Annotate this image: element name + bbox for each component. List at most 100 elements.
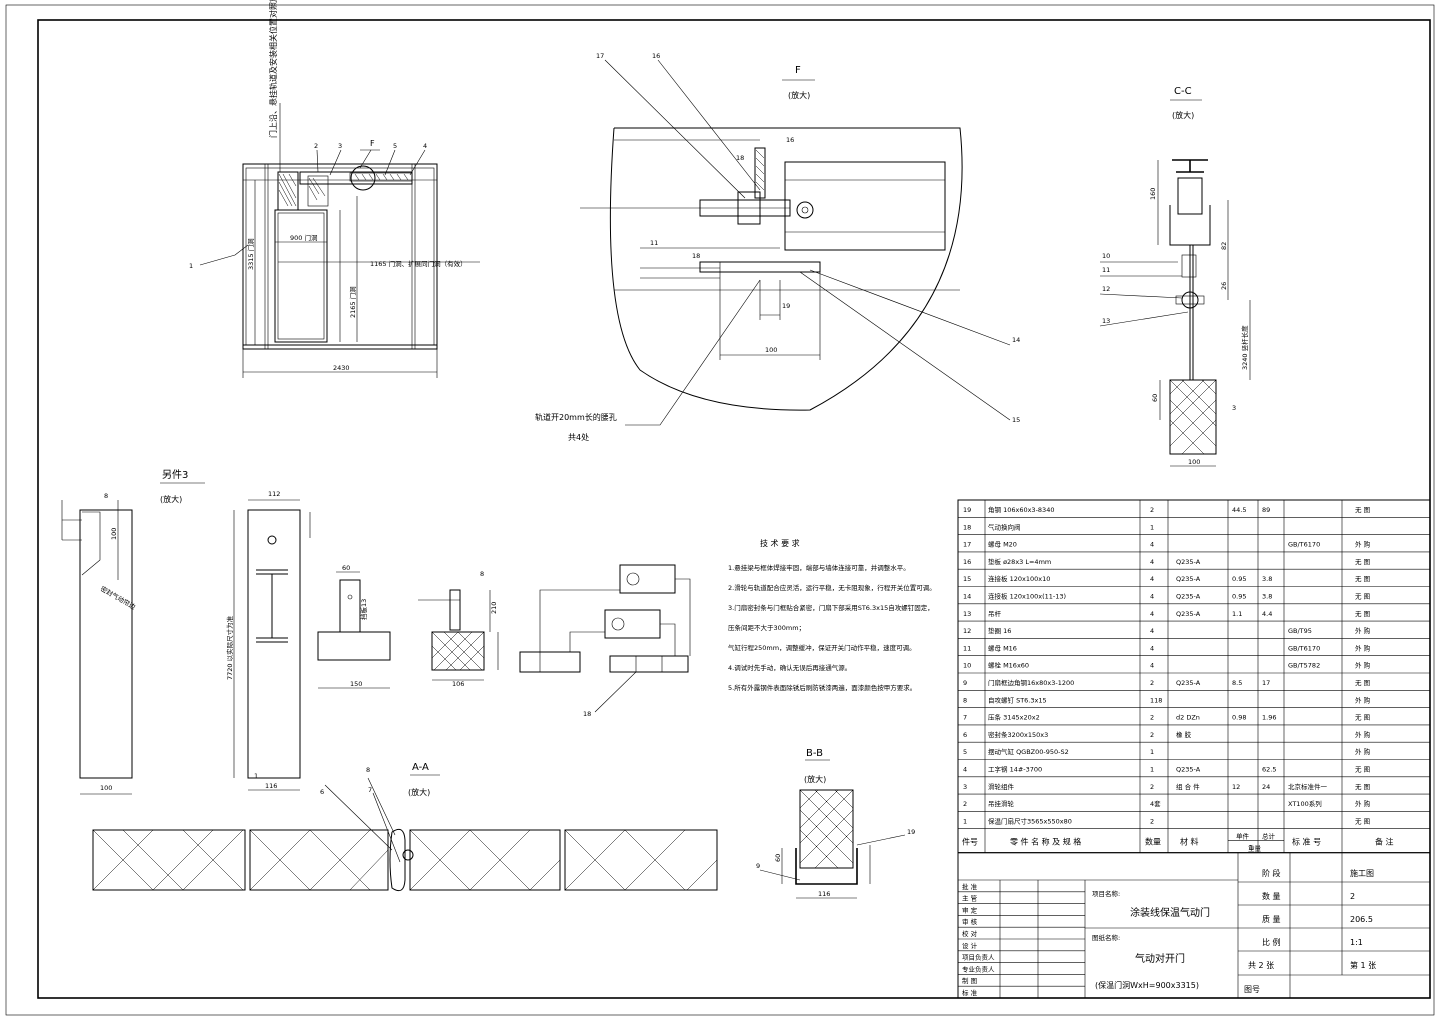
bom-remark: 无 图 xyxy=(1355,817,1370,825)
bom-name: 连接板 120x100x10 xyxy=(988,574,1050,583)
bom-qty: 2 xyxy=(1150,817,1154,825)
bom-qty: 2 xyxy=(1150,731,1154,739)
bom-no: 13 xyxy=(963,610,971,618)
title-role: 校 对 xyxy=(962,929,978,938)
bom-name: 垫圈 16 xyxy=(988,626,1011,635)
bom-unit-weight: 0.98 xyxy=(1232,714,1246,722)
tech-req-list: 1.悬挂梁与框体焊接牢固，端部与墙体连接可靠，并调整水平。 2.滑轮与轨道配合应灵… xyxy=(728,563,936,692)
bom-qty: 4 xyxy=(1150,644,1154,652)
f-callout-17: 17 xyxy=(596,52,604,60)
cc-callout-13: 13 xyxy=(1102,317,1110,325)
p3-callout-1: 1 xyxy=(254,772,258,780)
bb-callout-19: 19 xyxy=(907,828,915,836)
title-role: 专业负责人 xyxy=(962,964,995,973)
cc-dim-60: 60 xyxy=(1151,394,1159,402)
bom-qty: 4 xyxy=(1150,541,1154,549)
bom-name: 门扇框边角钢16x80x3-1200 xyxy=(988,678,1074,687)
bom-qty: 4套 xyxy=(1150,799,1161,808)
bom-no: 8 xyxy=(963,696,967,704)
f-callout-18: 18 xyxy=(736,154,744,162)
bom-standard: XT100系列 xyxy=(1288,799,1322,808)
cc-dim-100: 100 xyxy=(1188,458,1200,466)
bom-no: 12 xyxy=(963,627,971,635)
bom-remark: 外 购 xyxy=(1355,540,1371,549)
bom-unit-weight: 0.95 xyxy=(1232,593,1246,601)
bom-name: 角钢 106x60x3-8340 xyxy=(988,505,1054,514)
tech-req-item: 2.滑轮与轨道配合应灵活，运行平稳，无卡阻现象，行程开关位置可调。 xyxy=(728,583,936,592)
callout-1: 1 xyxy=(189,262,193,270)
bom-no: 2 xyxy=(963,800,967,808)
bom-remark: 外 购 xyxy=(1355,799,1371,808)
bom-header-qty: 数量 xyxy=(1145,837,1161,847)
bom-qty: 118 xyxy=(1150,696,1162,704)
callout-4: 4 xyxy=(423,142,427,150)
callout-f: F xyxy=(370,139,375,148)
f-callout-16b: 16 xyxy=(786,136,794,144)
bom-standard: GB/T5782 xyxy=(1288,662,1320,670)
bom-no: 6 xyxy=(963,731,967,739)
callout-5: 5 xyxy=(393,142,397,150)
bom-name: 螺母 M20 xyxy=(988,540,1017,549)
bom-remark: 无 图 xyxy=(1355,714,1370,722)
title-role: 制 图 xyxy=(962,976,977,985)
opening-label: 900 门洞 xyxy=(290,233,318,242)
bom-remark: 外 购 xyxy=(1355,643,1371,652)
bom-total-weight: 89 xyxy=(1262,506,1270,514)
bom-header-name: 零 件 名 称 及 规 格 xyxy=(1010,837,1081,847)
drawing-label: 图纸名称: xyxy=(1092,933,1120,942)
tb-value: 施工图 xyxy=(1350,868,1374,878)
view-aa-title: A-A xyxy=(412,762,429,773)
detail-cc-view xyxy=(1099,99,1251,467)
bom-qty: 2 xyxy=(1150,679,1154,687)
bom-unit-weight: 1.1 xyxy=(1232,610,1242,618)
tech-req-title: 技 术 要 求 xyxy=(760,538,800,548)
bom-qty: 1 xyxy=(1150,766,1154,774)
p3-dim-100: 100 xyxy=(100,784,112,792)
drawing-sub: (保温门洞WxH=900x3315) xyxy=(1095,980,1199,990)
bom-name: 工字钢 14#-3700 xyxy=(988,765,1042,774)
bom-name: 垫板 ø28x3 L=4mm xyxy=(988,557,1051,566)
tb-value: 1:1 xyxy=(1350,938,1363,947)
bom-material: 组 合 件 xyxy=(1176,782,1200,791)
bom-name: 滑轮组件 xyxy=(988,782,1015,791)
bom-no: 7 xyxy=(963,714,967,722)
bom-unit-weight: 8.5 xyxy=(1232,679,1242,687)
bom-material: 橡 胶 xyxy=(1176,730,1192,739)
callout-2: 2 xyxy=(314,142,318,150)
title-role: 审 定 xyxy=(962,905,978,914)
f-dim-100: 100 xyxy=(765,346,777,354)
plate-note: 挡板13 xyxy=(359,599,368,620)
title-role: 审 核 xyxy=(962,917,978,926)
bom-remark: 无 图 xyxy=(1355,593,1370,601)
aa-callout-8: 8 xyxy=(366,766,370,774)
cc-dim-82: 82 xyxy=(1220,242,1228,250)
height-label: 2165 门洞 xyxy=(348,286,357,318)
bom-qty: 1 xyxy=(1150,748,1154,756)
cc-callout-10: 10 xyxy=(1102,252,1110,260)
tb-value: 2 xyxy=(1350,892,1355,901)
p3-dim-100b: 100 xyxy=(110,528,118,540)
tech-req-item: 1.悬挂梁与框体焊接牢固，端部与墙体连接可靠，并调整水平。 xyxy=(728,563,910,572)
bom-qty: 4 xyxy=(1150,558,1154,566)
bom-name: 气动换向阀 xyxy=(988,522,1021,531)
cc-dim-160: 160 xyxy=(1149,188,1157,200)
f-callout-15: 15 xyxy=(1012,416,1020,424)
dim-60: 60 xyxy=(342,564,350,572)
view-f-scale: (放大) xyxy=(788,90,810,100)
tech-req-item: 压条间距不大于300mm； xyxy=(728,623,805,632)
tb-label: 比 例 xyxy=(1262,937,1281,947)
outer-border xyxy=(5,4,1435,1016)
view-bb-scale: (放大) xyxy=(804,774,826,784)
title-role: 标 准 xyxy=(962,988,978,997)
bom-remark: 外 购 xyxy=(1355,747,1371,756)
bom-no: 10 xyxy=(963,662,971,670)
tb-label: 质 量 xyxy=(1262,914,1281,924)
cc-callout-11: 11 xyxy=(1102,266,1110,274)
p3-height-note: 7720 以实际尺寸为准 xyxy=(225,615,234,680)
drawing-name: 气动对开门 xyxy=(1135,952,1185,965)
bom-name: 吊杆 xyxy=(988,609,1002,618)
detail-f-view xyxy=(580,59,1011,426)
bom-remark: 无 图 xyxy=(1355,558,1370,566)
view-part3-scale: (放大) xyxy=(160,494,182,504)
